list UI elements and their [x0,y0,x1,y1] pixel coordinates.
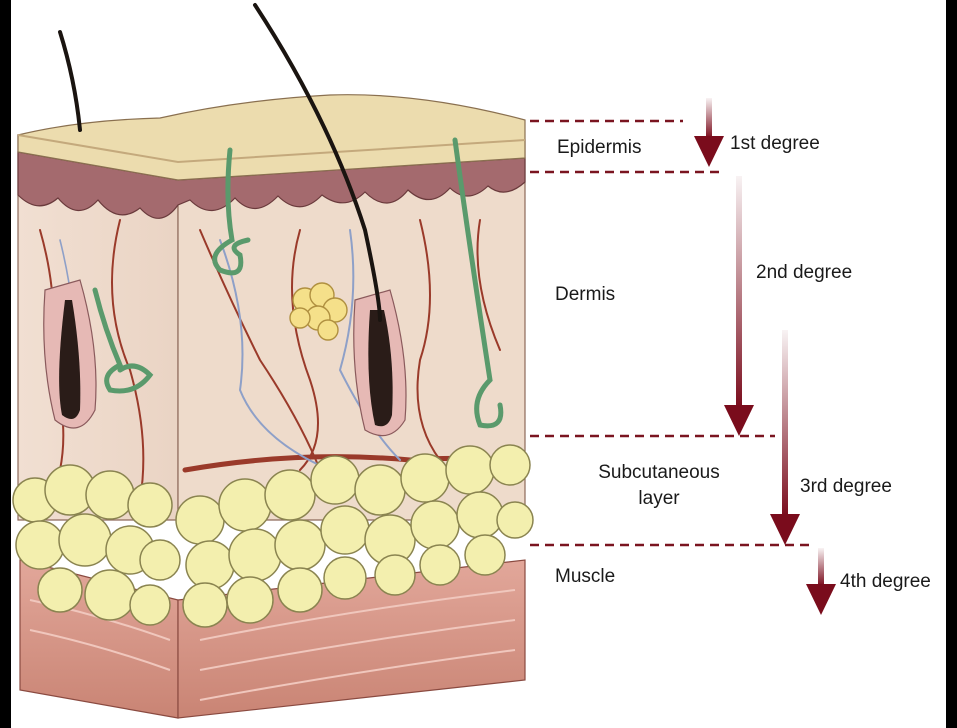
label-4th-degree: 4th degree [840,571,931,592]
subcutaneous-fat [12,444,534,628]
degree-arrows [694,98,836,615]
label-subcutaneous-line1: Subcutaneous [598,462,720,483]
label-subcutaneous: Subcutaneous layer [578,460,740,512]
label-muscle: Muscle [555,566,616,587]
arrow-3rd-degree [770,330,800,545]
label-subcutaneous-line2: layer [638,488,680,509]
skin-block-illustration [12,3,534,719]
label-epidermis: Epidermis [557,137,642,158]
hair-follicles [43,279,407,437]
label-3rd-degree: 3rd degree [800,476,892,497]
epidermis-surface [17,94,526,181]
arrow-4th-degree [806,548,836,615]
arrow-2nd-degree [724,176,754,436]
epidermis-rete-layer [17,151,526,219]
arrow-1st-degree [694,98,724,167]
sweat-glands [92,137,504,429]
label-1st-degree: 1st degree [730,133,820,154]
hair-long [253,3,382,322]
hair-short [58,30,82,132]
left-frame-border [0,0,11,728]
label-dermis: Dermis [555,284,616,305]
right-frame-border [946,0,957,728]
layer-boundary-lines [530,119,812,547]
sebaceous-gland [289,282,348,341]
label-2nd-degree: 2nd degree [756,262,853,283]
